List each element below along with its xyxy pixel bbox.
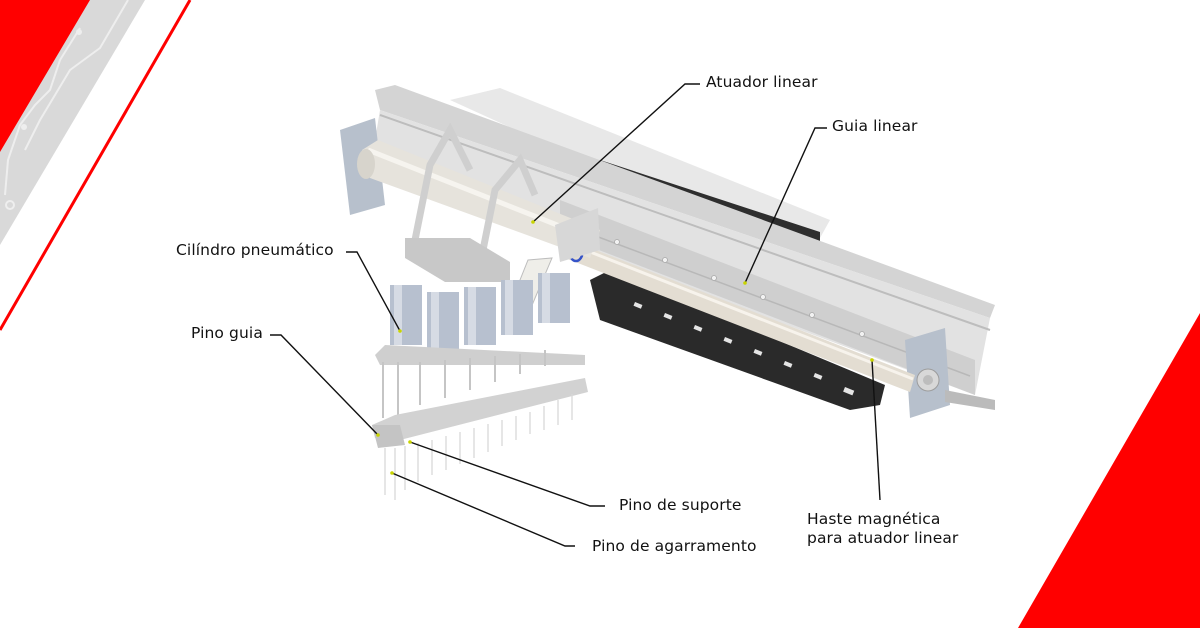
leader-pino-guia bbox=[270, 334, 379, 436]
red-diagonal-line bbox=[0, 0, 192, 331]
corner-decoration-top-left bbox=[0, 0, 192, 331]
label-haste-magnetica-line2: para atuador linear bbox=[807, 529, 959, 547]
circuit-node bbox=[21, 124, 27, 130]
pneumatic-cylinders bbox=[375, 273, 585, 365]
label-guia-linear: Guia linear bbox=[832, 117, 918, 135]
circuit-node bbox=[5, 200, 15, 210]
circuit-node bbox=[76, 29, 82, 35]
leader-cilindro-pneumatico bbox=[346, 251, 401, 332]
linear-guide-rail bbox=[340, 85, 995, 418]
mounting-plate bbox=[405, 238, 510, 282]
linear-actuator bbox=[357, 140, 600, 262]
label-haste-magnetica: Haste magnética para atuador linear bbox=[807, 510, 958, 548]
leader-pino-de-agarramento bbox=[391, 472, 575, 547]
corner-decoration-bottom-right bbox=[1018, 313, 1200, 628]
gripper-comb bbox=[372, 350, 588, 500]
red-triangle bbox=[0, 0, 90, 152]
label-pino-guia: Pino guia bbox=[191, 324, 263, 342]
label-atuador-linear: Atuador linear bbox=[706, 73, 818, 91]
leader-lines bbox=[270, 83, 881, 547]
leader-atuador-linear bbox=[532, 83, 700, 223]
leader-guia-linear bbox=[744, 127, 827, 284]
circuit-trace bbox=[4, 27, 81, 196]
grey-stripe bbox=[0, 0, 145, 245]
label-pino-de-suporte: Pino de suporte bbox=[619, 496, 742, 514]
label-cilindro-pneumatico: Cilíndro pneumático bbox=[176, 241, 334, 259]
leader-pino-de-suporte bbox=[409, 441, 605, 507]
leader-haste-magnetica bbox=[871, 359, 881, 501]
label-haste-magnetica-line1: Haste magnética bbox=[807, 510, 941, 528]
bracket bbox=[411, 122, 539, 266]
label-pino-de-agarramento: Pino de agarramento bbox=[592, 537, 757, 555]
circuit-trace bbox=[24, 0, 129, 151]
cable-chain-bottom bbox=[590, 270, 885, 410]
